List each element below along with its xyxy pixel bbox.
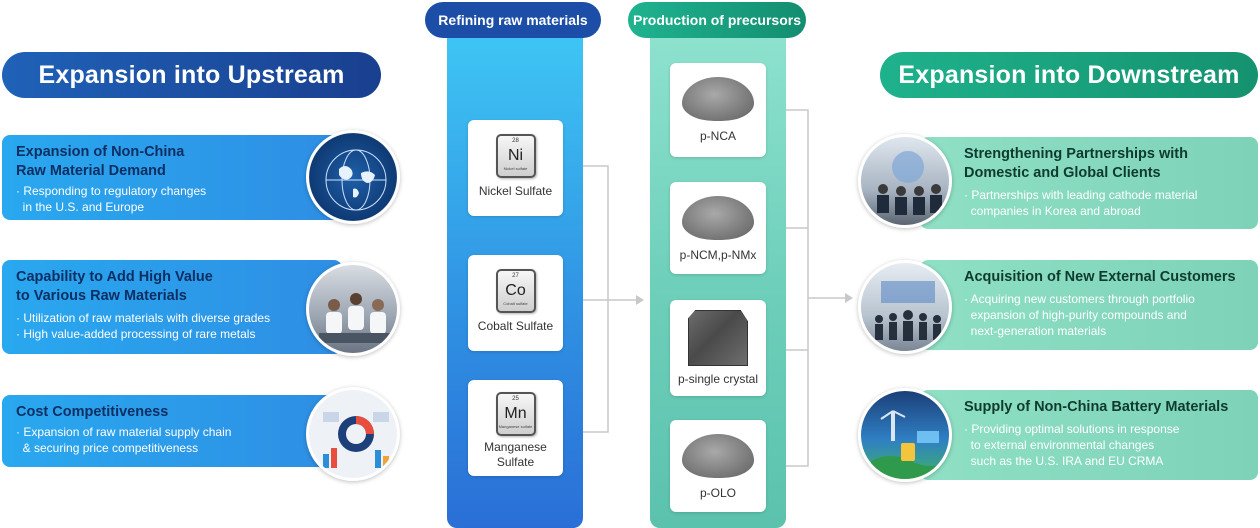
battery-supply-image — [858, 388, 952, 482]
downstream-item-partnerships: Strengthening Partnerships with Domestic… — [920, 137, 1258, 229]
upstream-item-cost: Cost Competitiveness · Expansion of raw … — [2, 395, 342, 467]
item-title: Supply of Non-China Battery Materials — [964, 399, 1229, 415]
item-bullet: · Responding to regulatory changes — [16, 184, 207, 198]
scientists-icon — [319, 293, 393, 343]
upstream-header: Expansion into Upstream — [2, 52, 381, 98]
item-bullet: expansion of high-purity compounds and — [964, 308, 1187, 322]
item-title: Strengthening Partnerships with — [964, 146, 1188, 162]
item-bullet: · High value-added processing of rare me… — [16, 327, 256, 341]
item-title: Raw Material Demand — [16, 163, 166, 179]
item-title: Cost Competitiveness — [16, 404, 169, 420]
nickel-element-tile: 28 Ni Nickel sulfate — [495, 134, 536, 178]
crowd-icon — [875, 281, 941, 341]
precursor-label: p-NCA — [699, 129, 736, 143]
world-map-image — [306, 130, 400, 224]
item-title: Acquisition of New External Customers — [964, 269, 1236, 285]
cost-dashboard-image — [306, 387, 400, 481]
chart-dashboard-icon — [323, 412, 389, 468]
refining-card-cobalt: 27 Co Cobalt sulfate Cobalt Sulfate — [468, 255, 563, 351]
item-title: Capability to Add High Value — [16, 269, 213, 285]
element-number: 27 — [512, 273, 519, 279]
precursor-card-nca: p-NCA — [670, 63, 766, 157]
refining-header: Refining raw materials — [425, 2, 601, 38]
item-bullet: · Expansion of raw material supply chain — [16, 425, 232, 439]
upstream-item-high-value: Capability to Add High Value to Various … — [2, 260, 342, 354]
downstream-item-new-customers: Acquisition of New External Customers · … — [920, 260, 1258, 350]
powder-image — [682, 196, 754, 240]
refining-label: Nickel Sulfate — [478, 184, 553, 198]
refining-card-nickel: 28 Ni Nickel sulfate Nickel Sulfate — [468, 120, 563, 216]
item-title: Expansion of Non-China — [16, 144, 185, 160]
element-number: 25 — [512, 396, 519, 402]
lab-scientists-image — [306, 262, 400, 356]
item-bullet: companies in Korea and abroad — [964, 204, 1141, 218]
refining-label: Sulfate — [496, 455, 535, 469]
precursor-card-single-crystal: p-single crystal — [670, 300, 766, 396]
manganese-element-tile: 25 Mn Manganese sulfate — [495, 392, 536, 436]
customers-crowd-image — [858, 260, 952, 354]
element-name: Manganese sulfate — [498, 424, 533, 429]
precursor-label: p-OLO — [699, 486, 736, 500]
item-bullet: · Partnerships with leading cathode mate… — [964, 188, 1198, 202]
powder-image — [682, 77, 754, 121]
business-people-icon — [877, 151, 942, 215]
partnership-meeting-image — [858, 134, 952, 228]
element-symbol: Ni — [507, 147, 524, 164]
item-bullet: · Providing optimal solutions in respons… — [964, 422, 1180, 436]
item-bullet: such as the U.S. IRA and EU CRMA — [964, 454, 1164, 468]
element-name: Cobalt sulfate — [503, 301, 528, 306]
precursor-card-ncm: p-NCM,p-NMx — [670, 182, 766, 274]
item-title: to Various Raw Materials — [16, 288, 187, 304]
downstream-header: Expansion into Downstream — [880, 52, 1258, 98]
item-bullet: to external environmental changes — [964, 438, 1155, 452]
refining-label: Manganese — [484, 440, 547, 454]
crystal-image — [688, 310, 748, 366]
precursor-card-olo: p-OLO — [670, 420, 766, 512]
refining-card-manganese: 25 Mn Manganese sulfate Manganese Sulfat… — [468, 380, 563, 476]
globe-icon — [325, 149, 387, 211]
precursor-label: p-single crystal — [677, 372, 759, 386]
item-bullet: next-generation materials — [964, 324, 1107, 338]
element-symbol: Co — [505, 282, 526, 299]
item-bullet: & securing price competitiveness — [16, 441, 199, 455]
element-number: 28 — [512, 138, 519, 144]
precursor-label: p-NCM,p-NMx — [679, 248, 757, 262]
upstream-item-non-china-demand: Expansion of Non-China Raw Material Dema… — [2, 135, 342, 220]
cobalt-element-tile: 27 Co Cobalt sulfate — [495, 269, 536, 313]
element-symbol: Mn — [504, 405, 527, 422]
element-name: Nickel sulfate — [503, 166, 528, 171]
item-title: Domestic and Global Clients — [964, 165, 1161, 181]
item-bullet: · Utilization of raw materials with dive… — [16, 311, 271, 325]
item-bullet: · Acquiring new customers through portfo… — [964, 292, 1195, 306]
refining-label: Cobalt Sulfate — [477, 319, 554, 333]
downstream-item-non-china-supply: Supply of Non-China Battery Materials · … — [920, 390, 1258, 480]
precursors-header: Production of precursors — [628, 2, 806, 38]
powder-image — [682, 434, 754, 478]
item-bullet: in the U.S. and Europe — [16, 200, 145, 214]
